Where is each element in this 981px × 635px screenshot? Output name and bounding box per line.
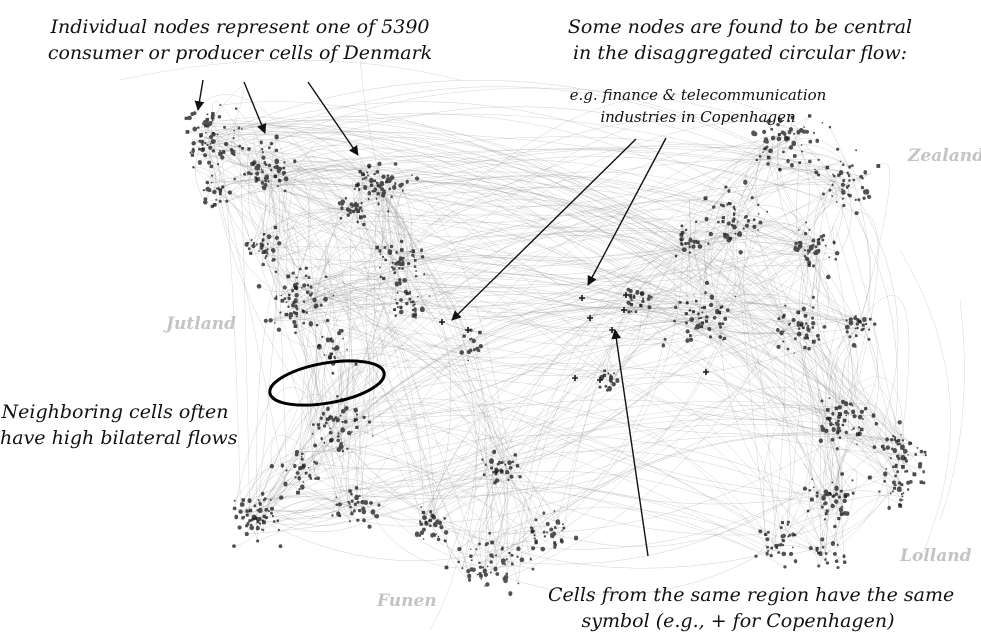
- edges-local: [187, 80, 926, 596]
- annotation-example-line-2: industries in Copenhagen: [600, 108, 796, 126]
- arrow-6: [611, 329, 649, 557]
- annotation-central-line-1: Some nodes are found to be central: [567, 16, 913, 38]
- annotation-neighbors: Neighboring cells often have high bilate…: [0, 399, 238, 451]
- highlight-ellipse: [268, 359, 386, 407]
- annotation-nodes: Individual nodes represent one of 5390 c…: [40, 14, 440, 66]
- annotation-symbols: Cells from the same region have the same…: [548, 582, 955, 634]
- arrow-5: [587, 137, 667, 286]
- annotation-central-line-2: in the disaggregated circular flow:: [572, 42, 908, 64]
- arrow-2: [243, 81, 267, 134]
- region-label-funen: Funen: [377, 591, 437, 611]
- annotation-central: Some nodes are found to be central in th…: [560, 14, 920, 66]
- annotation-neighbors-line-2: have high bilateral flows: [0, 427, 238, 449]
- annotation-symbols-line-2: symbol (e.g., + for Copenhagen): [581, 610, 895, 632]
- region-label-jutland: Jutland: [166, 314, 236, 334]
- annotation-example-line-1: e.g. finance & telecommunication: [569, 86, 827, 104]
- annotation-nodes-line-1: Individual nodes represent one of 5390: [50, 16, 430, 38]
- annotation-nodes-line-2: consumer or producer cells of Denmark: [47, 42, 433, 64]
- arrow-3: [307, 81, 359, 156]
- annotation-symbols-line-1: Cells from the same region have the same: [548, 584, 955, 606]
- arrow-4: [451, 138, 637, 321]
- region-label-zealand: Zealand: [908, 146, 981, 166]
- annotation-example: e.g. finance & telecommunication industr…: [548, 84, 848, 128]
- annotation-neighbors-line-1: Neighboring cells often: [1, 401, 229, 423]
- arrow-1: [194, 79, 205, 111]
- annotation-layer: [194, 79, 667, 557]
- region-label-lolland: Lolland: [900, 546, 972, 566]
